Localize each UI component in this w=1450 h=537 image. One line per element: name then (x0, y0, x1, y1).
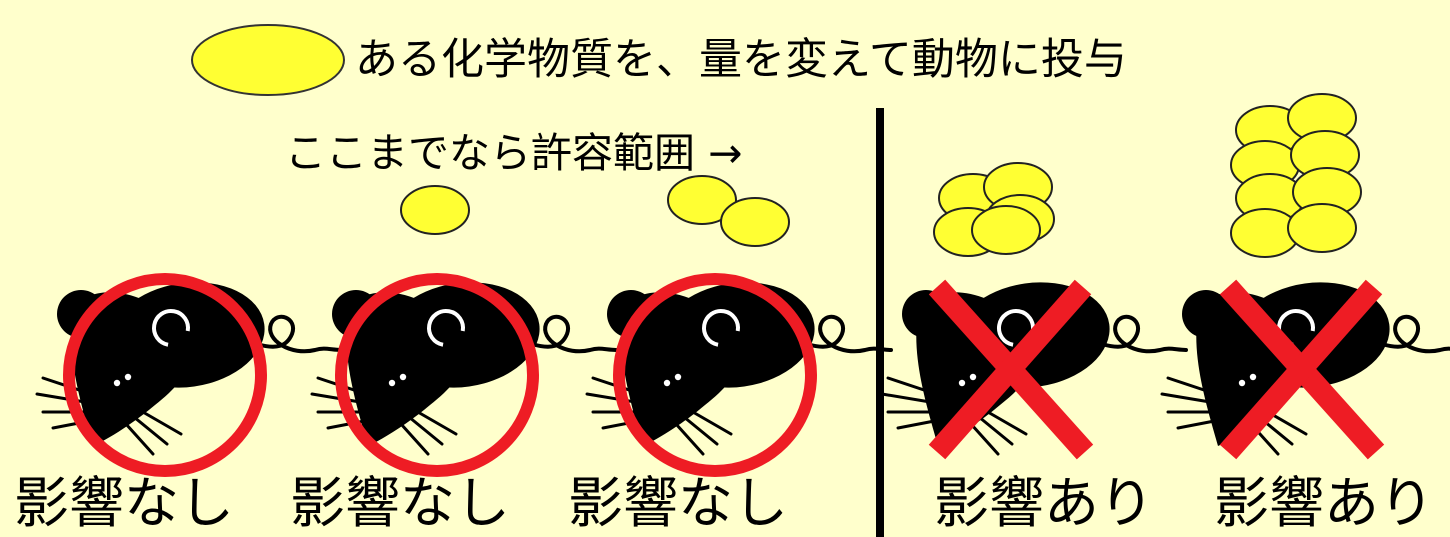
outcome-labels: 影響なし 影響なし 影響なし 影響あり 影響あり (14, 471, 1434, 535)
pill-icon (400, 185, 470, 235)
pill-icon (971, 205, 1041, 255)
red-circle-icon (335, 273, 539, 477)
pill-icon (720, 197, 790, 247)
legend: ある化学物質を、量を変えて動物に投与 (191, 24, 1127, 96)
outcome-label: 影響なし (290, 471, 510, 535)
red-circle-icon (613, 273, 817, 477)
pill-icon (1287, 203, 1357, 253)
mouse-icon (880, 270, 1188, 456)
outcome-label: 影響なし (568, 471, 788, 535)
legend-text: ある化学物質を、量を変えて動物に投与 (355, 35, 1127, 85)
outcome-label: 影響あり (1214, 471, 1434, 535)
pill-icon (667, 175, 737, 225)
threshold-divider (876, 108, 884, 537)
red-x-icon (928, 279, 1094, 460)
outcome-marks (63, 273, 1385, 477)
red-x-icon (1219, 279, 1385, 460)
red-circle-icon (63, 273, 267, 477)
legend-pill-icon (191, 24, 345, 96)
dose-pills (400, 93, 1362, 258)
outcome-label: 影響なし (14, 471, 234, 535)
tolerance-caption: ここまでなら許容範囲 → (285, 129, 742, 177)
outcome-label: 影響あり (934, 471, 1154, 535)
